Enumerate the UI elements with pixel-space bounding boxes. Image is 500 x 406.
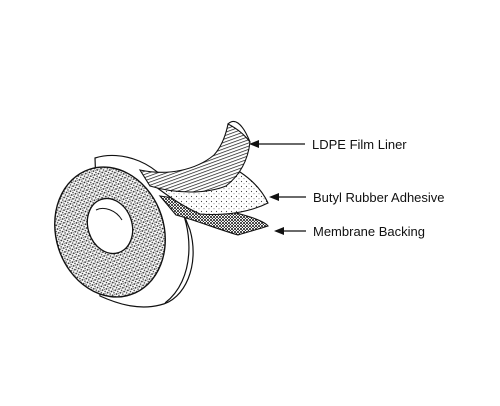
label-butyl-rubber-adhesive: Butyl Rubber Adhesive <box>313 190 445 205</box>
arrow-adhesive <box>269 193 306 201</box>
label-ldpe-film-liner: LDPE Film Liner <box>312 137 407 152</box>
arrow-backing <box>274 227 306 235</box>
roll-core-depth <box>95 207 123 221</box>
label-membrane-backing: Membrane Backing <box>313 224 425 239</box>
arrow-liner <box>249 140 305 148</box>
ldpe-film-liner-layer <box>138 123 251 193</box>
liner-curl-edge <box>227 120 251 143</box>
roll-core-hole <box>86 197 134 255</box>
